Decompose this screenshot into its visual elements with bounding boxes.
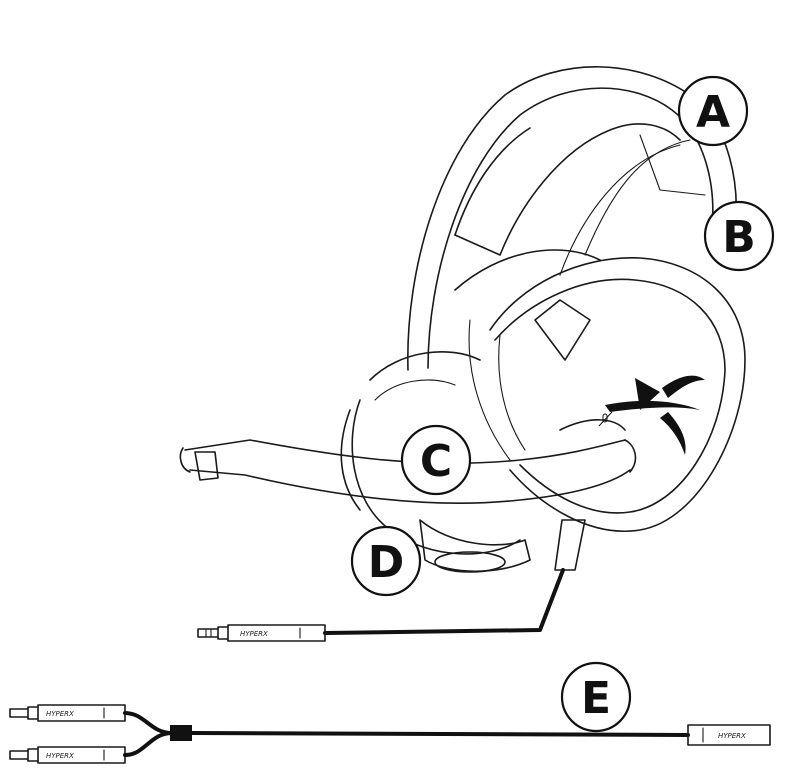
- callout-a: A: [677, 75, 749, 147]
- callout-e: E: [560, 661, 632, 733]
- headset-cable: HYPERX: [197, 519, 586, 642]
- ear-cup: [454, 249, 746, 532]
- callout-c-label: C: [420, 436, 452, 487]
- brand-label-bottom: HYPERX: [46, 752, 74, 760]
- brand-label-female: HYPERX: [718, 732, 746, 740]
- callout-b: B: [703, 200, 775, 272]
- hyperx-logo-icon: [605, 375, 705, 455]
- callout-c: C: [400, 424, 472, 496]
- headband: [407, 66, 737, 371]
- callout-d-label: D: [368, 537, 405, 588]
- brand-label-top: HYPERX: [46, 710, 74, 718]
- splitter-cable: HYPERX HYPERX HYPERX: [9, 704, 771, 764]
- mic-mute-icon: [598, 411, 613, 427]
- callout-a-label: A: [696, 87, 730, 138]
- callout-b-label: B: [722, 212, 756, 263]
- callout-e-label: E: [581, 673, 611, 724]
- microphone-boom: [179, 419, 637, 504]
- ear-cushion: [340, 351, 531, 573]
- brand-label: HYPERX: [240, 630, 268, 638]
- callout-d: D: [350, 525, 422, 597]
